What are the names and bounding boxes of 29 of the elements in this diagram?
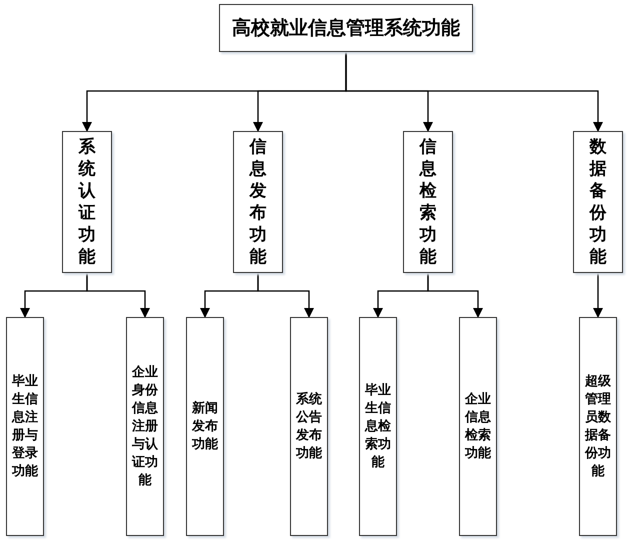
function-box <box>459 317 497 536</box>
function-box <box>579 317 617 536</box>
function-label: 系统认证功能 <box>78 136 96 268</box>
function-label: 数据备份功能 <box>589 136 607 268</box>
function-box <box>62 131 112 273</box>
function-label: 信息检索功能 <box>419 136 437 268</box>
arrow <box>257 273 314 318</box>
function-label: 企业信息检索功能 <box>464 390 492 462</box>
function-box <box>186 317 224 536</box>
function-box <box>359 317 397 536</box>
arrow <box>593 273 603 318</box>
function-box <box>126 317 164 536</box>
function-box <box>403 131 453 273</box>
function-label: 高校就业信息管理系统功能 <box>232 16 460 41</box>
function-label: 信息发布功能 <box>249 136 267 268</box>
arrow <box>345 52 603 132</box>
function-box <box>6 317 44 536</box>
arrow <box>427 273 483 318</box>
function-box <box>290 317 328 536</box>
arrow <box>86 273 150 318</box>
function-label: 系统公告发布功能 <box>296 390 322 462</box>
function-label: 超级管理员数据备份功能 <box>584 372 612 480</box>
function-label: 企业身份信息注册与认证功能 <box>132 364 158 490</box>
function-label: 毕业生信息注册与登录功能 <box>12 372 38 480</box>
title-box <box>219 4 473 52</box>
function-label: 新闻发布功能 <box>192 400 218 454</box>
function-box <box>573 131 623 273</box>
function-label: 毕业生信息检索功能 <box>364 382 392 472</box>
function-box <box>233 131 283 273</box>
